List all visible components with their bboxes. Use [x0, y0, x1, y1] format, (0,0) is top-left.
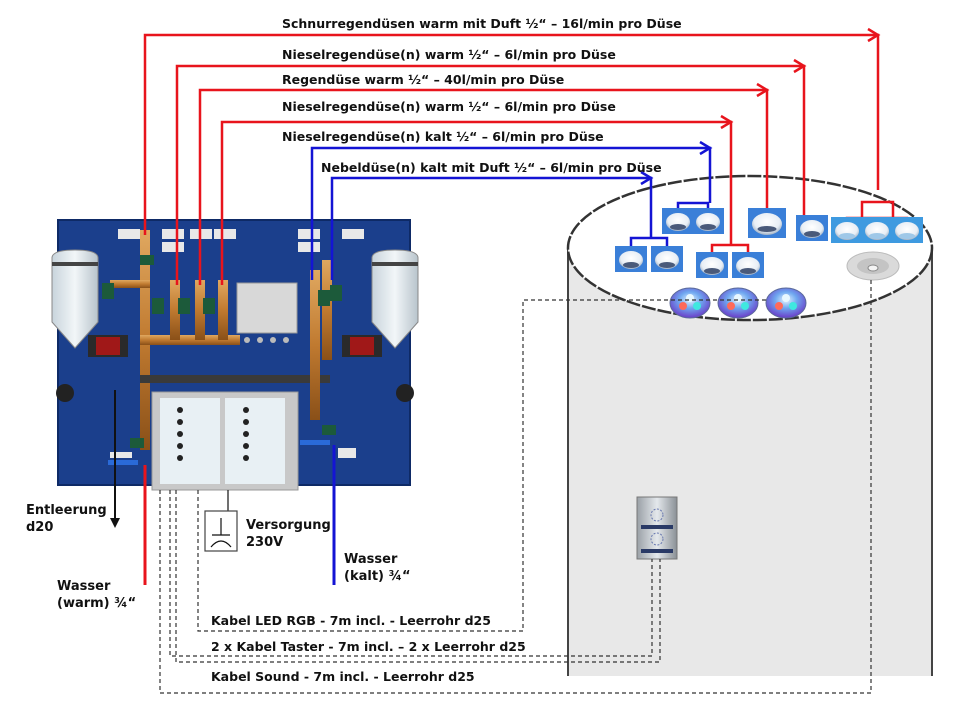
arrow-head-icon: [793, 58, 807, 74]
supply-line-niesel_warm_1: [175, 58, 807, 285]
label-power: Versorgung 230V: [246, 517, 331, 551]
cable-lines: [159, 280, 872, 694]
led-light-3: [765, 287, 807, 319]
nozzle-niesel_warm_1-1: [796, 215, 828, 241]
supply-lines: [143, 27, 909, 285]
arrow-head-icon: [867, 27, 881, 43]
nozzle-schnur-3: [891, 217, 923, 243]
nozzle-nebel-1: [615, 246, 647, 272]
arrow-head-icon: [756, 82, 770, 98]
line-path: [220, 120, 733, 285]
led-light-1: [669, 287, 711, 319]
scent-tank-left: [51, 249, 99, 349]
cable-led-path: [197, 299, 768, 632]
nozzle-schnur-1: [831, 217, 863, 243]
supply-line-niesel_warm_2: [220, 114, 750, 285]
label-water-cold: Wasser (kalt) ¾“: [344, 551, 411, 585]
label-drain-line2: d20: [26, 520, 54, 535]
cable-taster-path-1: [169, 490, 653, 657]
label-schnurregen: Schnurregendüsen warm mit Duft ½“ – 16l/…: [282, 16, 682, 31]
nozzle-niesel_kalt-1: [662, 208, 694, 234]
label-drain: Entleerung d20: [26, 502, 107, 536]
label-water-cold-line1: Wasser: [344, 552, 398, 567]
label-niesel-kalt: Nieselregendüse(n) kalt ½“ – 6l/min pro …: [282, 129, 604, 144]
label-drain-line1: Entleerung: [26, 503, 107, 518]
line-path: [198, 88, 769, 285]
controller-box: [151, 391, 299, 491]
nozzle-schnur-2: [861, 217, 893, 243]
label-water-cold-line2: (kalt) ¾“: [344, 569, 411, 584]
nozzle-niesel_warm_2-2: [732, 252, 764, 278]
label-power-line1: Versorgung: [246, 518, 331, 533]
supply-line-regen: [198, 82, 770, 285]
push-button-plate: [636, 496, 678, 560]
supply-line-nebel: [330, 170, 669, 280]
drain-arrow: [110, 390, 120, 528]
cable-taster-path-2: [175, 490, 661, 663]
control-panel-photo: [51, 219, 419, 491]
label-niesel-warm-2: Nieselregendüse(n) warm ½“ – 6l/min pro …: [282, 99, 616, 114]
led-lights: [669, 287, 807, 319]
label-cable-sound: Kabel Sound - 7m incl. - Leerrohr d25: [211, 669, 475, 684]
label-water-warm-line2: (warm) ¾“: [57, 596, 137, 611]
label-water-warm: Wasser (warm) ¾“: [57, 578, 136, 612]
cable-sound-path: [159, 280, 872, 694]
led-light-2: [717, 287, 759, 319]
line-path: [143, 33, 880, 235]
label-water-warm-line1: Wasser: [57, 579, 111, 594]
sound-speaker: [846, 251, 900, 281]
label-power-line2: 230V: [246, 535, 284, 550]
arrow-head-icon: [699, 140, 713, 156]
line-path: [330, 176, 653, 280]
label-niesel-warm-1: Nieselregendüse(n) warm ½“ – 6l/min pro …: [282, 47, 616, 62]
arrow-head-icon: [640, 170, 654, 186]
scent-tank-right: [371, 249, 419, 349]
power-socket-icon: [204, 490, 238, 552]
nozzles: [615, 208, 923, 278]
label-nebel: Nebeldüse(n) kalt mit Duft ½“ – 6l/min p…: [321, 160, 662, 175]
line-path: [310, 146, 712, 280]
label-cable-taster: 2 x Kabel Taster - 7m incl. – 2 x Leerro…: [211, 639, 526, 654]
nozzle-nebel-2: [651, 246, 683, 272]
line-path: [175, 64, 806, 285]
label-cable-led: Kabel LED RGB - 7m incl. - Leerrohr d25: [211, 613, 491, 628]
nozzle-regen-1: [748, 208, 786, 238]
nozzle-niesel_warm_2-1: [696, 252, 728, 278]
arrow-head-icon: [720, 114, 734, 130]
nozzle-niesel_kalt-2: [692, 208, 724, 234]
label-regen: Regendüse warm ½“ – 40l/min pro Düse: [282, 72, 565, 87]
